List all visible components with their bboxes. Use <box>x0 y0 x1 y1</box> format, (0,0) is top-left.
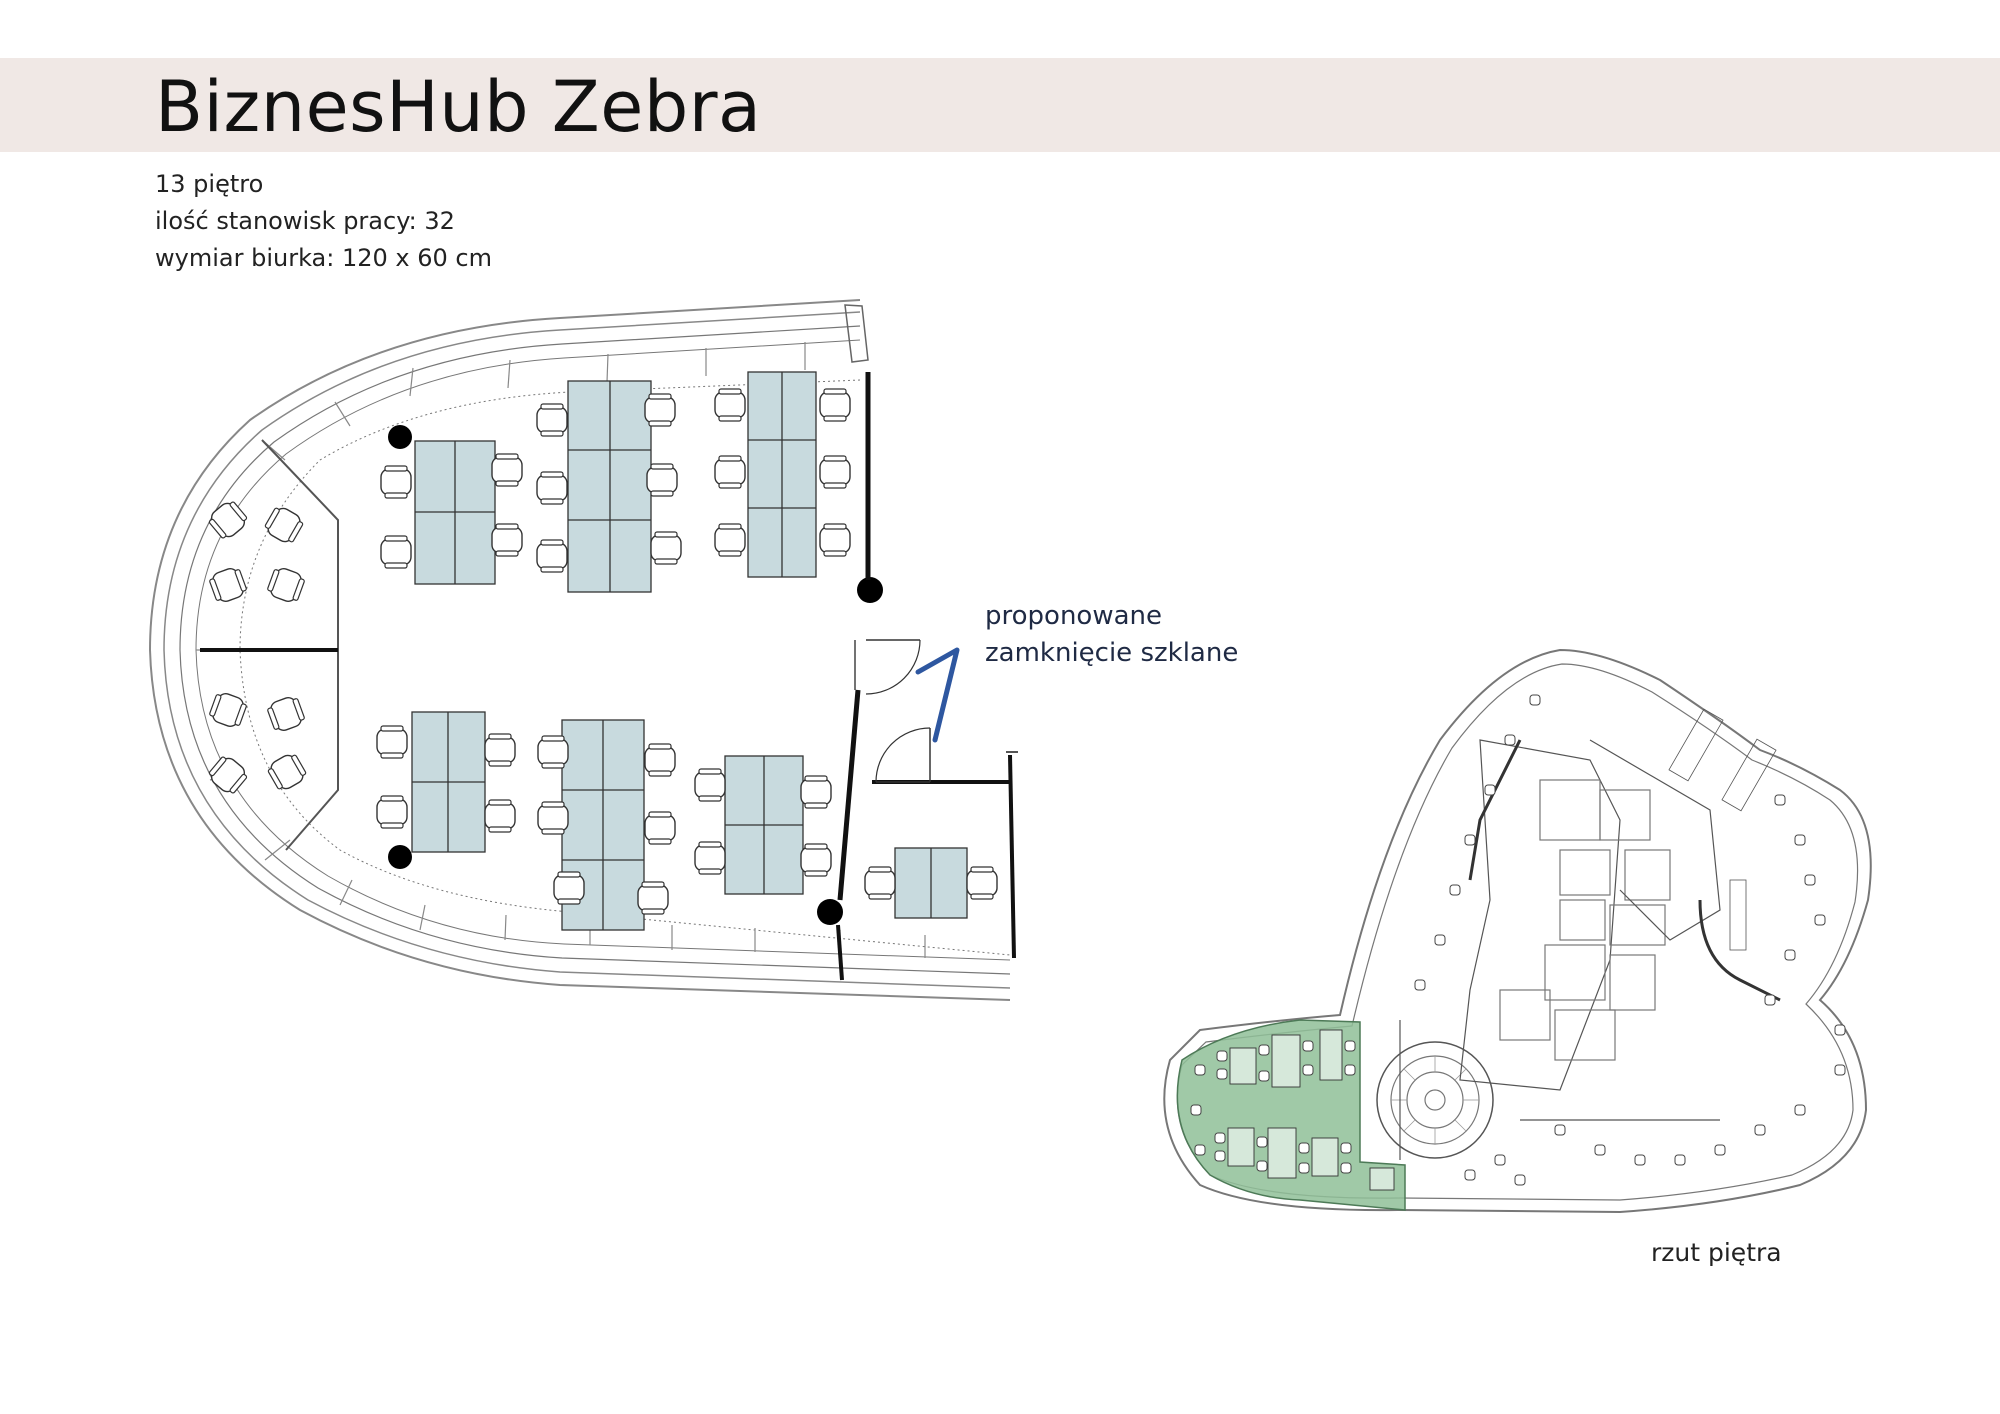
desk-cluster <box>411 711 486 853</box>
page-title: BiznesHub Zebra <box>155 66 762 148</box>
desk-cluster <box>894 847 968 919</box>
desk-cluster <box>414 440 496 585</box>
info-block: 13 piętro ilość stanowisk pracy: 32 wymi… <box>155 166 492 277</box>
title-band <box>0 58 2000 152</box>
desk-size-label: wymiar biurka: 120 x 60 cm <box>155 244 492 272</box>
desk-cluster <box>724 755 804 895</box>
workstations-label: ilość stanowisk pracy: 32 <box>155 207 455 235</box>
glass-enclosure-annotation: proponowane zamknięcie szklane <box>985 598 1238 672</box>
column <box>388 845 412 869</box>
column <box>388 425 412 449</box>
floor-plan-caption: rzut piętra <box>1651 1238 1782 1267</box>
column <box>857 577 883 603</box>
floor-label: 13 piętro <box>155 170 264 198</box>
detailed-floorplan <box>148 299 1018 1001</box>
glass-partition-marker <box>915 647 960 743</box>
annotation-line-2: zamknięcie szklane <box>985 638 1239 668</box>
column <box>817 899 843 925</box>
desk-cluster <box>747 371 817 578</box>
floor-overview <box>1163 648 1872 1214</box>
desk-cluster <box>567 380 652 593</box>
annotation-line-1: proponowane <box>985 601 1162 631</box>
